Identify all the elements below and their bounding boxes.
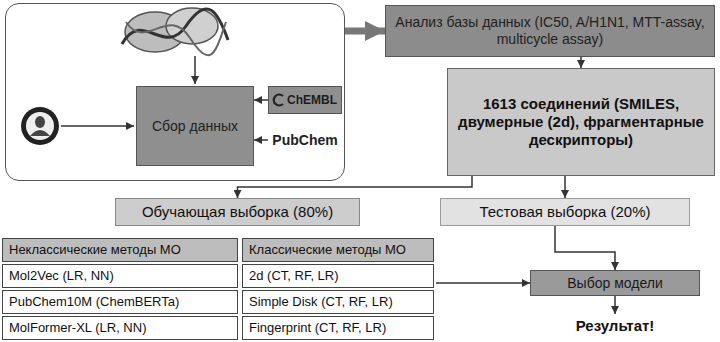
cloud-illustration bbox=[122, 8, 228, 84]
split-box: Обучающая выборка (80%) bbox=[115, 198, 360, 226]
cell-text: Mol2Vec (LR, NN) bbox=[9, 268, 114, 284]
cell-text: Simple Disk (CT, RF, LR) bbox=[249, 294, 393, 310]
table-cell: MolFormer-XL (LR, NN) bbox=[2, 316, 238, 340]
connector-arrow bbox=[555, 226, 615, 270]
box-label: Анализ базы данных (IC50, A/H1N1, MTT-as… bbox=[392, 14, 708, 48]
box-label: Сбор данных bbox=[152, 118, 238, 135]
table-cell: PubChem10M (ChemBERTa) bbox=[2, 290, 238, 314]
table-cell: 2d (CT, RF, LR) bbox=[242, 264, 434, 288]
database-label: PubChem bbox=[268, 128, 342, 152]
table-header: Классические методы МО bbox=[242, 238, 434, 262]
methods-table: Неклассические методы МО Классические мет… bbox=[0, 238, 436, 342]
box-label: PubChem bbox=[272, 132, 337, 149]
connector-arrow bbox=[580, 57, 582, 68]
connector-arrow bbox=[436, 282, 530, 284]
process-box: Сбор данных bbox=[136, 86, 254, 166]
data-box: 1613 соединений (SMILES, двумерные (2d),… bbox=[447, 68, 715, 176]
decision-box: Выбор модели bbox=[530, 270, 700, 296]
connector-arrow bbox=[238, 176, 473, 198]
connector-arrow bbox=[614, 296, 616, 314]
cell-text: PubChem10M (ChemBERTa) bbox=[9, 294, 179, 310]
portrait-icon bbox=[21, 107, 134, 145]
cell-text: Классические методы МО bbox=[249, 242, 406, 258]
database-box: ChEMBL bbox=[268, 86, 342, 114]
block-arrow bbox=[345, 28, 385, 35]
result-label: Результат! bbox=[555, 314, 675, 338]
connector-arrow bbox=[564, 176, 566, 198]
cell-text: 2d (CT, RF, LR) bbox=[249, 268, 339, 284]
process-box: Анализ базы данных (IC50, A/H1N1, MTT-as… bbox=[385, 5, 715, 57]
split-box: Тестовая выборка (20%) bbox=[440, 198, 690, 226]
box-label: Обучающая выборка (80%) bbox=[142, 203, 333, 221]
connector-arrow bbox=[254, 139, 268, 141]
box-label: Тестовая выборка (20%) bbox=[479, 203, 650, 221]
table-cell: Mol2Vec (LR, NN) bbox=[2, 264, 238, 288]
box-label: ChEMBL bbox=[287, 93, 337, 107]
table-cell: Simple Disk (CT, RF, LR) bbox=[242, 290, 434, 314]
logo-icon bbox=[272, 93, 286, 107]
box-label: 1613 соединений (SMILES, двумерные (2d),… bbox=[454, 95, 708, 149]
table-cell: Fingerprint (CT, RF, LR) bbox=[242, 316, 434, 340]
cell-text: MolFormer-XL (LR, NN) bbox=[9, 320, 146, 336]
connector-arrow bbox=[254, 99, 268, 101]
table-header: Неклассические методы МО bbox=[2, 238, 238, 262]
source-panel: Сбор данных ChEMBL PubChem bbox=[5, 3, 345, 181]
box-label: Результат! bbox=[576, 317, 655, 335]
cell-text: Неклассические методы МО bbox=[9, 242, 181, 258]
cell-text: Fingerprint (CT, RF, LR) bbox=[249, 320, 386, 336]
box-label: Выбор модели bbox=[567, 275, 662, 292]
